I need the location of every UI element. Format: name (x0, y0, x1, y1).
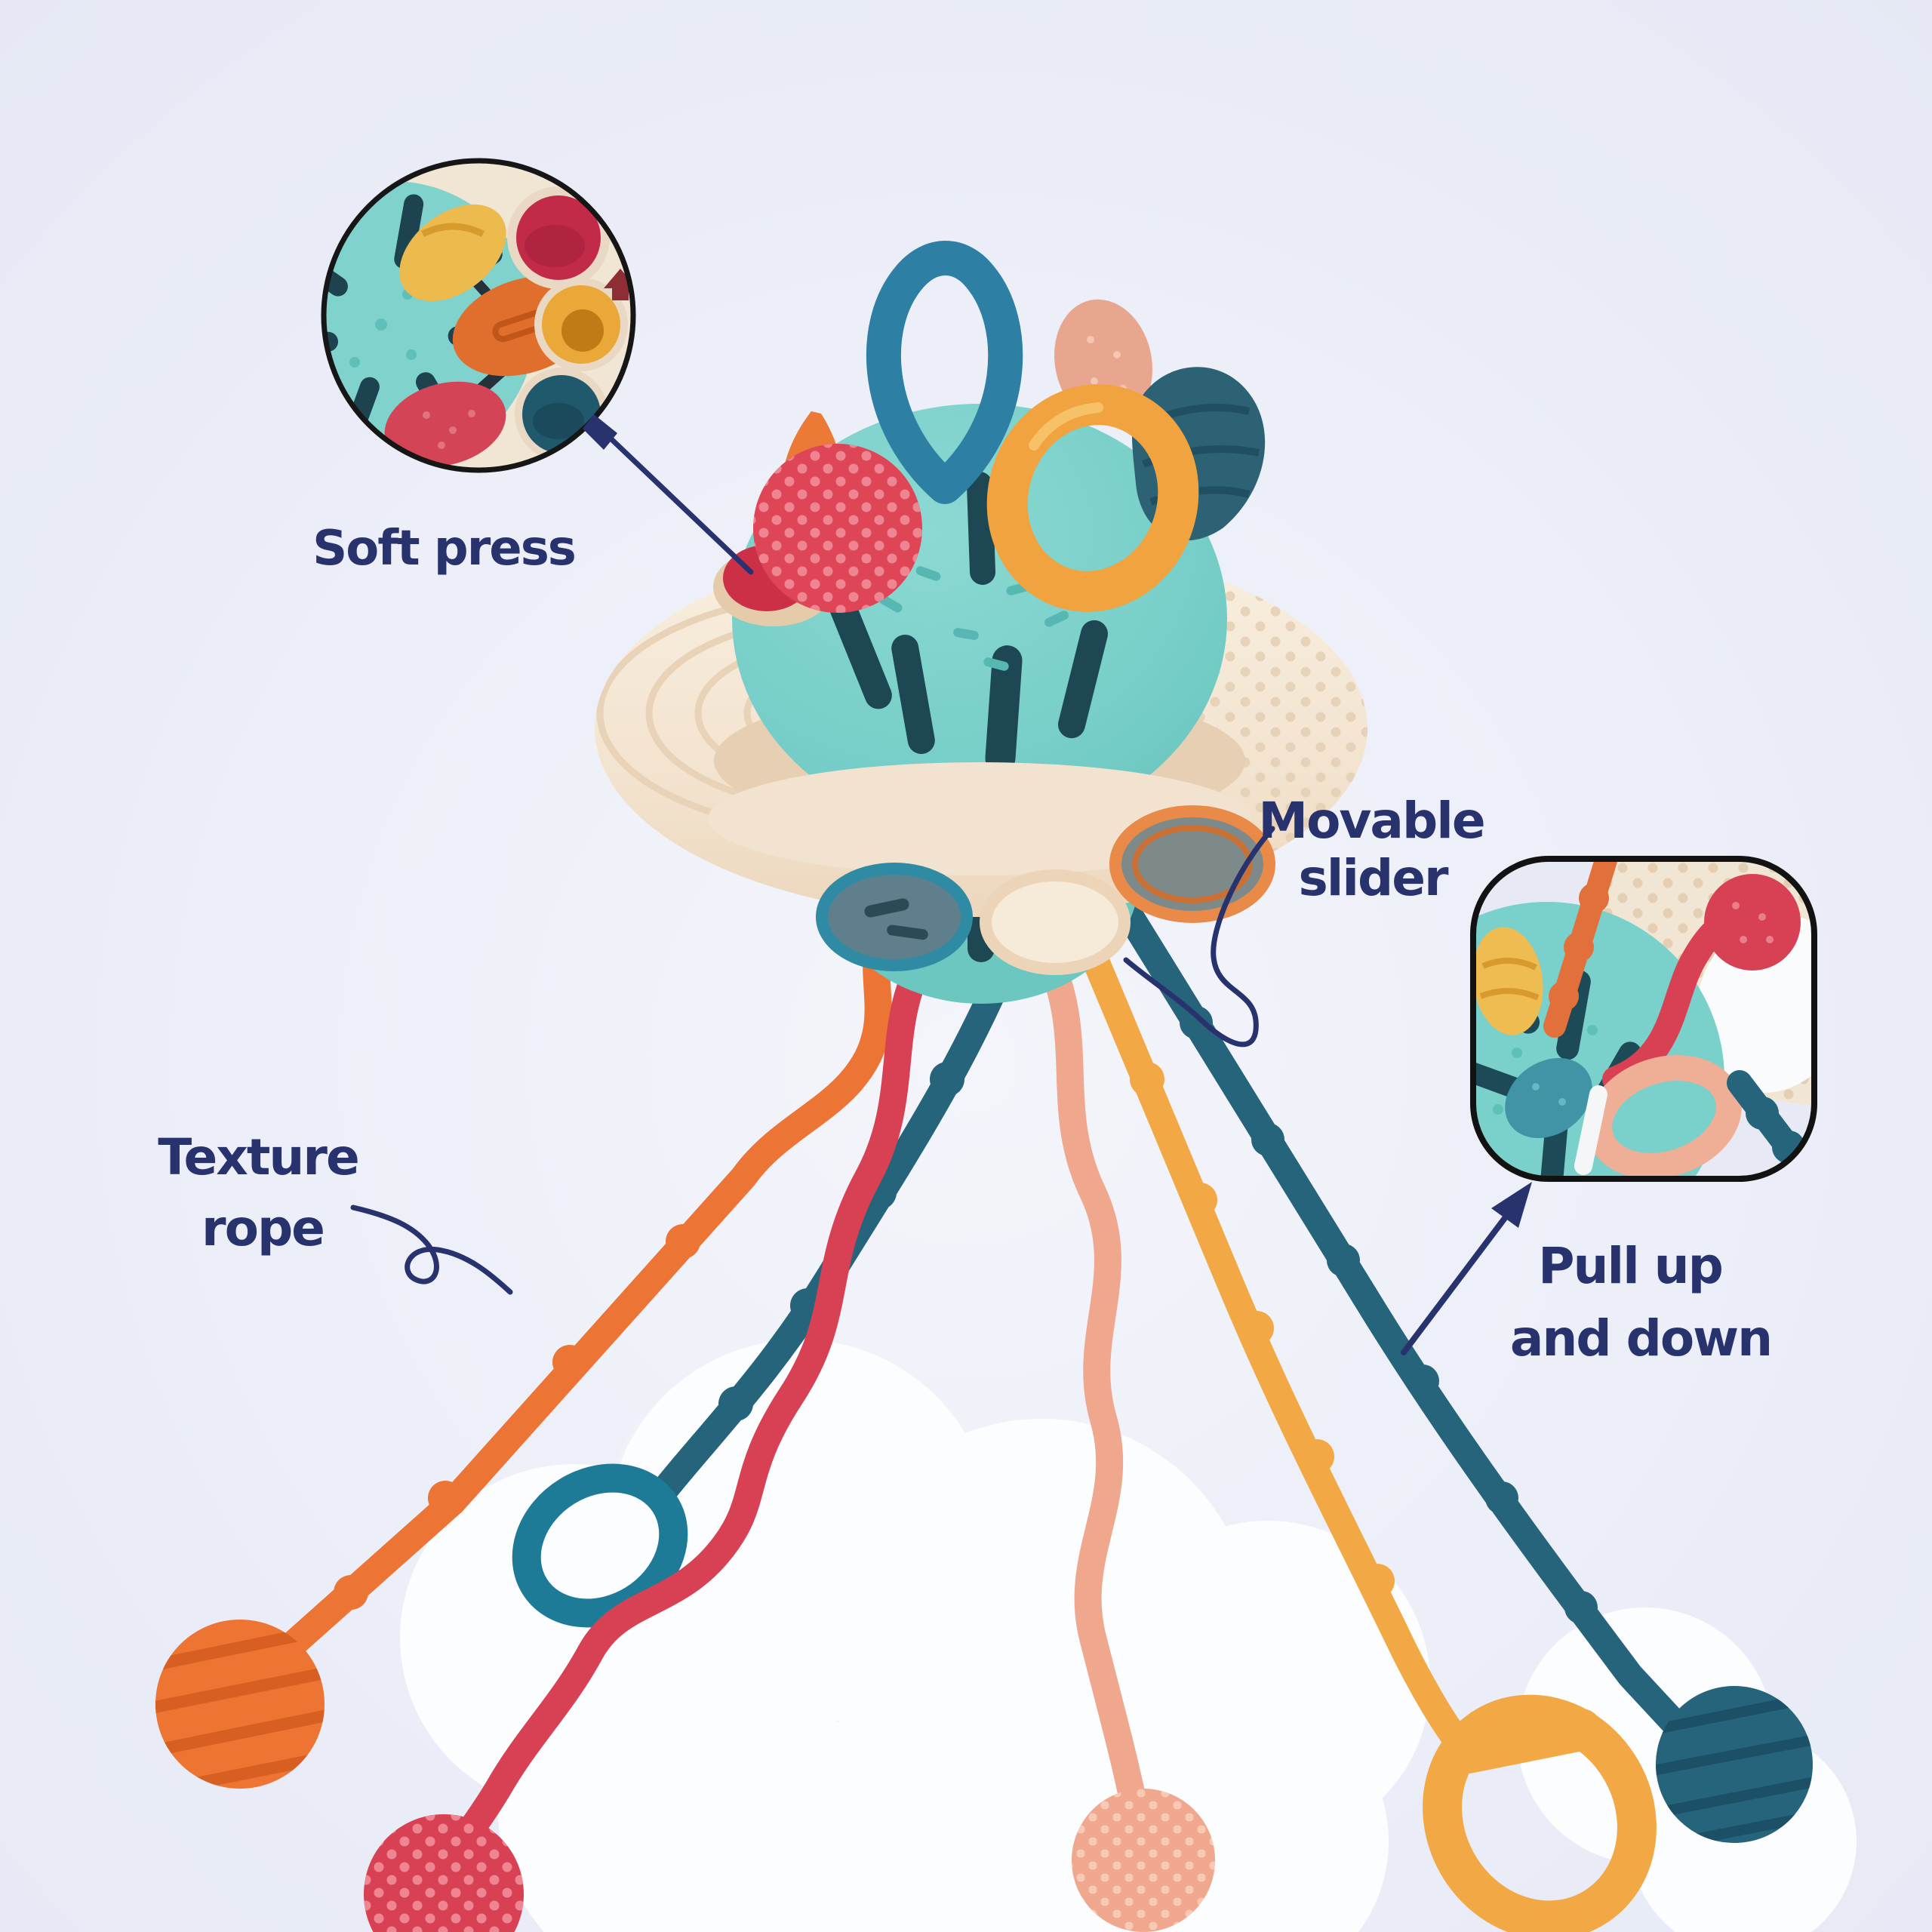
label-movable-slider-line1: Movable (1258, 792, 1484, 850)
label-soft-press: Soft press (312, 521, 575, 577)
label-pull-line1: Pull up (1538, 1237, 1722, 1295)
texture-rope-red (364, 918, 955, 1932)
orange-rope-end-disc (155, 1620, 325, 1789)
callout-line-soft-press (583, 414, 754, 575)
label-movable-slider-line2: slider (1298, 849, 1449, 907)
label-texture-rope-line2: rope (202, 1199, 324, 1257)
pink-rope-end-disc (1072, 1789, 1215, 1932)
yellow-rope-end-ring (1423, 1694, 1657, 1932)
slider-ring-teal (816, 863, 973, 971)
loop-handle (866, 241, 1023, 504)
red-rope-end-disc (364, 1814, 524, 1932)
inset-yellow-bead (1473, 927, 1543, 1035)
pull-inset-photo (1470, 856, 1817, 1182)
soft-press-inset-photo (321, 158, 636, 473)
texture-rope-pink (1035, 945, 1215, 1932)
callout-curl-movable (1123, 826, 1275, 1048)
texture-rope-yellow (1072, 922, 1657, 1932)
callout-arrow-pull (1401, 1182, 1532, 1355)
inset-pink-ring (1586, 1055, 1742, 1179)
callout-curl-texture (350, 1204, 513, 1295)
inset-red-bead (384, 381, 506, 467)
label-texture-rope-line1: Texture (158, 1128, 358, 1186)
inset-press-buttons (507, 186, 628, 461)
inset-teal-leaf (1505, 1057, 1592, 1139)
slider-ring-cream (980, 869, 1131, 975)
press-direction-icon (604, 269, 633, 300)
bead-yellow-ring (986, 384, 1199, 612)
annotations: Soft press Movable slider Texture rope P… (158, 414, 1773, 1367)
bead-red-disc (753, 444, 922, 613)
label-pull-line2: and down (1510, 1309, 1771, 1367)
